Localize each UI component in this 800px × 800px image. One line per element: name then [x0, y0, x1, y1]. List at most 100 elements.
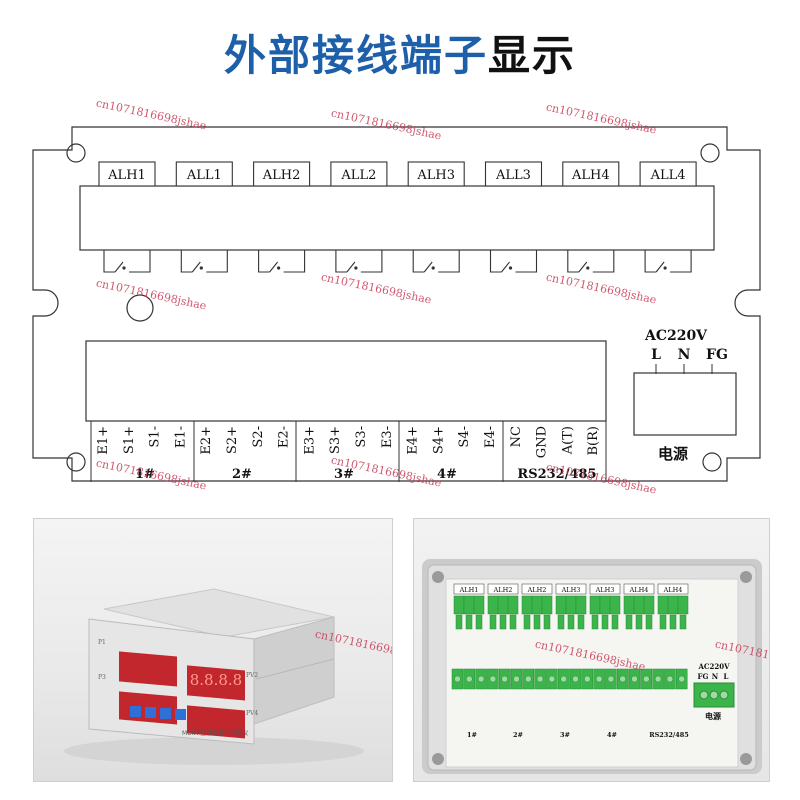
device-model-text: MCK-F型智能显示控制仪 [182, 729, 248, 737]
page-title: 外部接线端子显示 [0, 22, 800, 83]
wiring-sensor-screw [619, 675, 626, 683]
relay-label: ALH2 [262, 168, 301, 183]
terminal-label: E2+ [199, 426, 214, 455]
relay-label: ALH4 [571, 168, 610, 183]
wiring-sensor-screw [489, 675, 497, 683]
wiring-sensor-screw [548, 675, 556, 683]
relay-contact-symbol [489, 250, 538, 273]
power-pin-fg: FG [706, 347, 728, 363]
group-label: 1# [135, 467, 155, 482]
group-label: 3# [334, 467, 354, 482]
relay-contact-dot [122, 266, 126, 270]
mount-hole-center [126, 294, 154, 322]
wiring-sensor-screw [666, 675, 674, 683]
wiring-relay-label-box [487, 583, 519, 595]
device-label-pv4: PV4 [246, 710, 258, 717]
wiring-relay-label: ALH2 [493, 586, 513, 594]
wiring-power-label: 电源 [705, 711, 721, 721]
wiring-sensor-screw [643, 675, 650, 683]
wiring-group-label: 4# [607, 731, 617, 739]
relay-label: ALH3 [416, 168, 455, 183]
wiring-relay-screw [533, 614, 541, 630]
terminal-label: E1+ [96, 426, 111, 455]
wiring-relay-terminal [633, 595, 645, 615]
terminal-label: E1- [173, 426, 188, 448]
terminal-label: S4- [457, 426, 472, 448]
wiring-sensor-screw [477, 675, 485, 683]
wiring-group-label: 2# [513, 731, 523, 739]
terminal-label: B(R) [586, 426, 601, 456]
relay-label: ALL4 [650, 168, 686, 183]
wiring-sensor-screw [454, 675, 461, 683]
power-pin-n: N [678, 347, 691, 363]
wiring-relay-screw [465, 614, 473, 630]
relay-label-box [175, 161, 233, 187]
wiring-relay-terminal [667, 595, 679, 615]
terminal-label: S1+ [122, 426, 137, 454]
terminal-label: S1- [148, 426, 163, 448]
terminal-label: E3- [380, 426, 395, 448]
wiring-relay-screw [557, 614, 565, 630]
wiring-relay-terminal [589, 595, 601, 615]
wiring-relay-screw [611, 614, 619, 630]
wiring-relay-terminal [473, 595, 485, 615]
wiring-relay-label: ALH2 [527, 586, 547, 594]
relay-label-box [330, 161, 388, 187]
wiring-relay-screw [543, 614, 551, 630]
wiring-relay-screw [567, 614, 575, 630]
wiring-power-pin-fg: FG [698, 672, 709, 681]
wiring-sensor-screw [572, 675, 579, 683]
power-label: 电源 [658, 445, 688, 463]
wiring-relay-terminal [565, 595, 577, 615]
terminal-label: E4+ [406, 426, 421, 455]
wiring-relay-terminal [497, 595, 509, 615]
relay-contact-dot [508, 266, 513, 270]
wiring-power-voltage: AC220V [697, 662, 730, 671]
relay-label-box [253, 161, 311, 187]
wiring-relay-label: ALH3 [595, 586, 615, 594]
wiring-sensor-screw [631, 675, 638, 683]
wiring-relay-screw [475, 614, 483, 630]
wiring-relay-terminal [507, 595, 519, 615]
relay-label-box [639, 161, 697, 187]
relay-contact-dot [431, 266, 435, 270]
wiring-sensor-screw [513, 675, 520, 683]
power-pin-l: L [651, 347, 661, 363]
wiring-relay-label-box [521, 583, 553, 595]
device-illustration: 8.8.8.8 P1 P3 PV2 PV4 MCK-F型智能显示控制仪 [64, 588, 364, 765]
wiring-relay-terminal [453, 595, 465, 615]
relay-contact-symbol [412, 250, 460, 273]
wiring-relay-terminal [487, 595, 499, 615]
wiring-relay-screw [601, 614, 609, 630]
terminal-label: S4+ [431, 426, 446, 454]
wiring-relay-terminal [521, 595, 533, 615]
wiring-relay-label: ALH3 [561, 586, 581, 594]
wiring-relay-label-box [623, 583, 655, 595]
title-blue-part: 外部接线端子 [223, 31, 488, 80]
board-outline [32, 126, 761, 482]
relay-label-box [484, 161, 543, 187]
device-display-value: 8.8.8.8 [190, 671, 242, 689]
relay-contact-dot [586, 266, 590, 270]
device-photo: 8.8.8.8 P1 P3 PV2 PV4 MCK-F型智能显示控制仪 cn10… [33, 518, 393, 782]
wiring-group-label: 3# [560, 731, 570, 739]
wiring-sensor-screw [560, 675, 567, 683]
wiring-sensor-screw [595, 675, 603, 683]
mount-hole-bottom-left [66, 452, 86, 472]
wiring-relay-terminal [555, 595, 567, 615]
relay-contact-symbol [103, 250, 151, 273]
wiring-relay-terminal [599, 595, 611, 615]
device-label-p1: P1 [98, 639, 106, 646]
mount-hole-bottom-right [702, 452, 722, 472]
wiring-relay-screw [455, 614, 463, 630]
terminal-label: E4- [483, 426, 498, 448]
terminal-label: S3+ [328, 426, 343, 454]
wiring-relay-terminal [463, 595, 475, 615]
power-voltage-label: AC220V [644, 328, 708, 344]
terminal-label: A(T) [560, 426, 575, 455]
terminal-label: GND [535, 426, 550, 458]
wiring-sensor-screw [466, 675, 473, 683]
relay-label-box [98, 161, 156, 187]
